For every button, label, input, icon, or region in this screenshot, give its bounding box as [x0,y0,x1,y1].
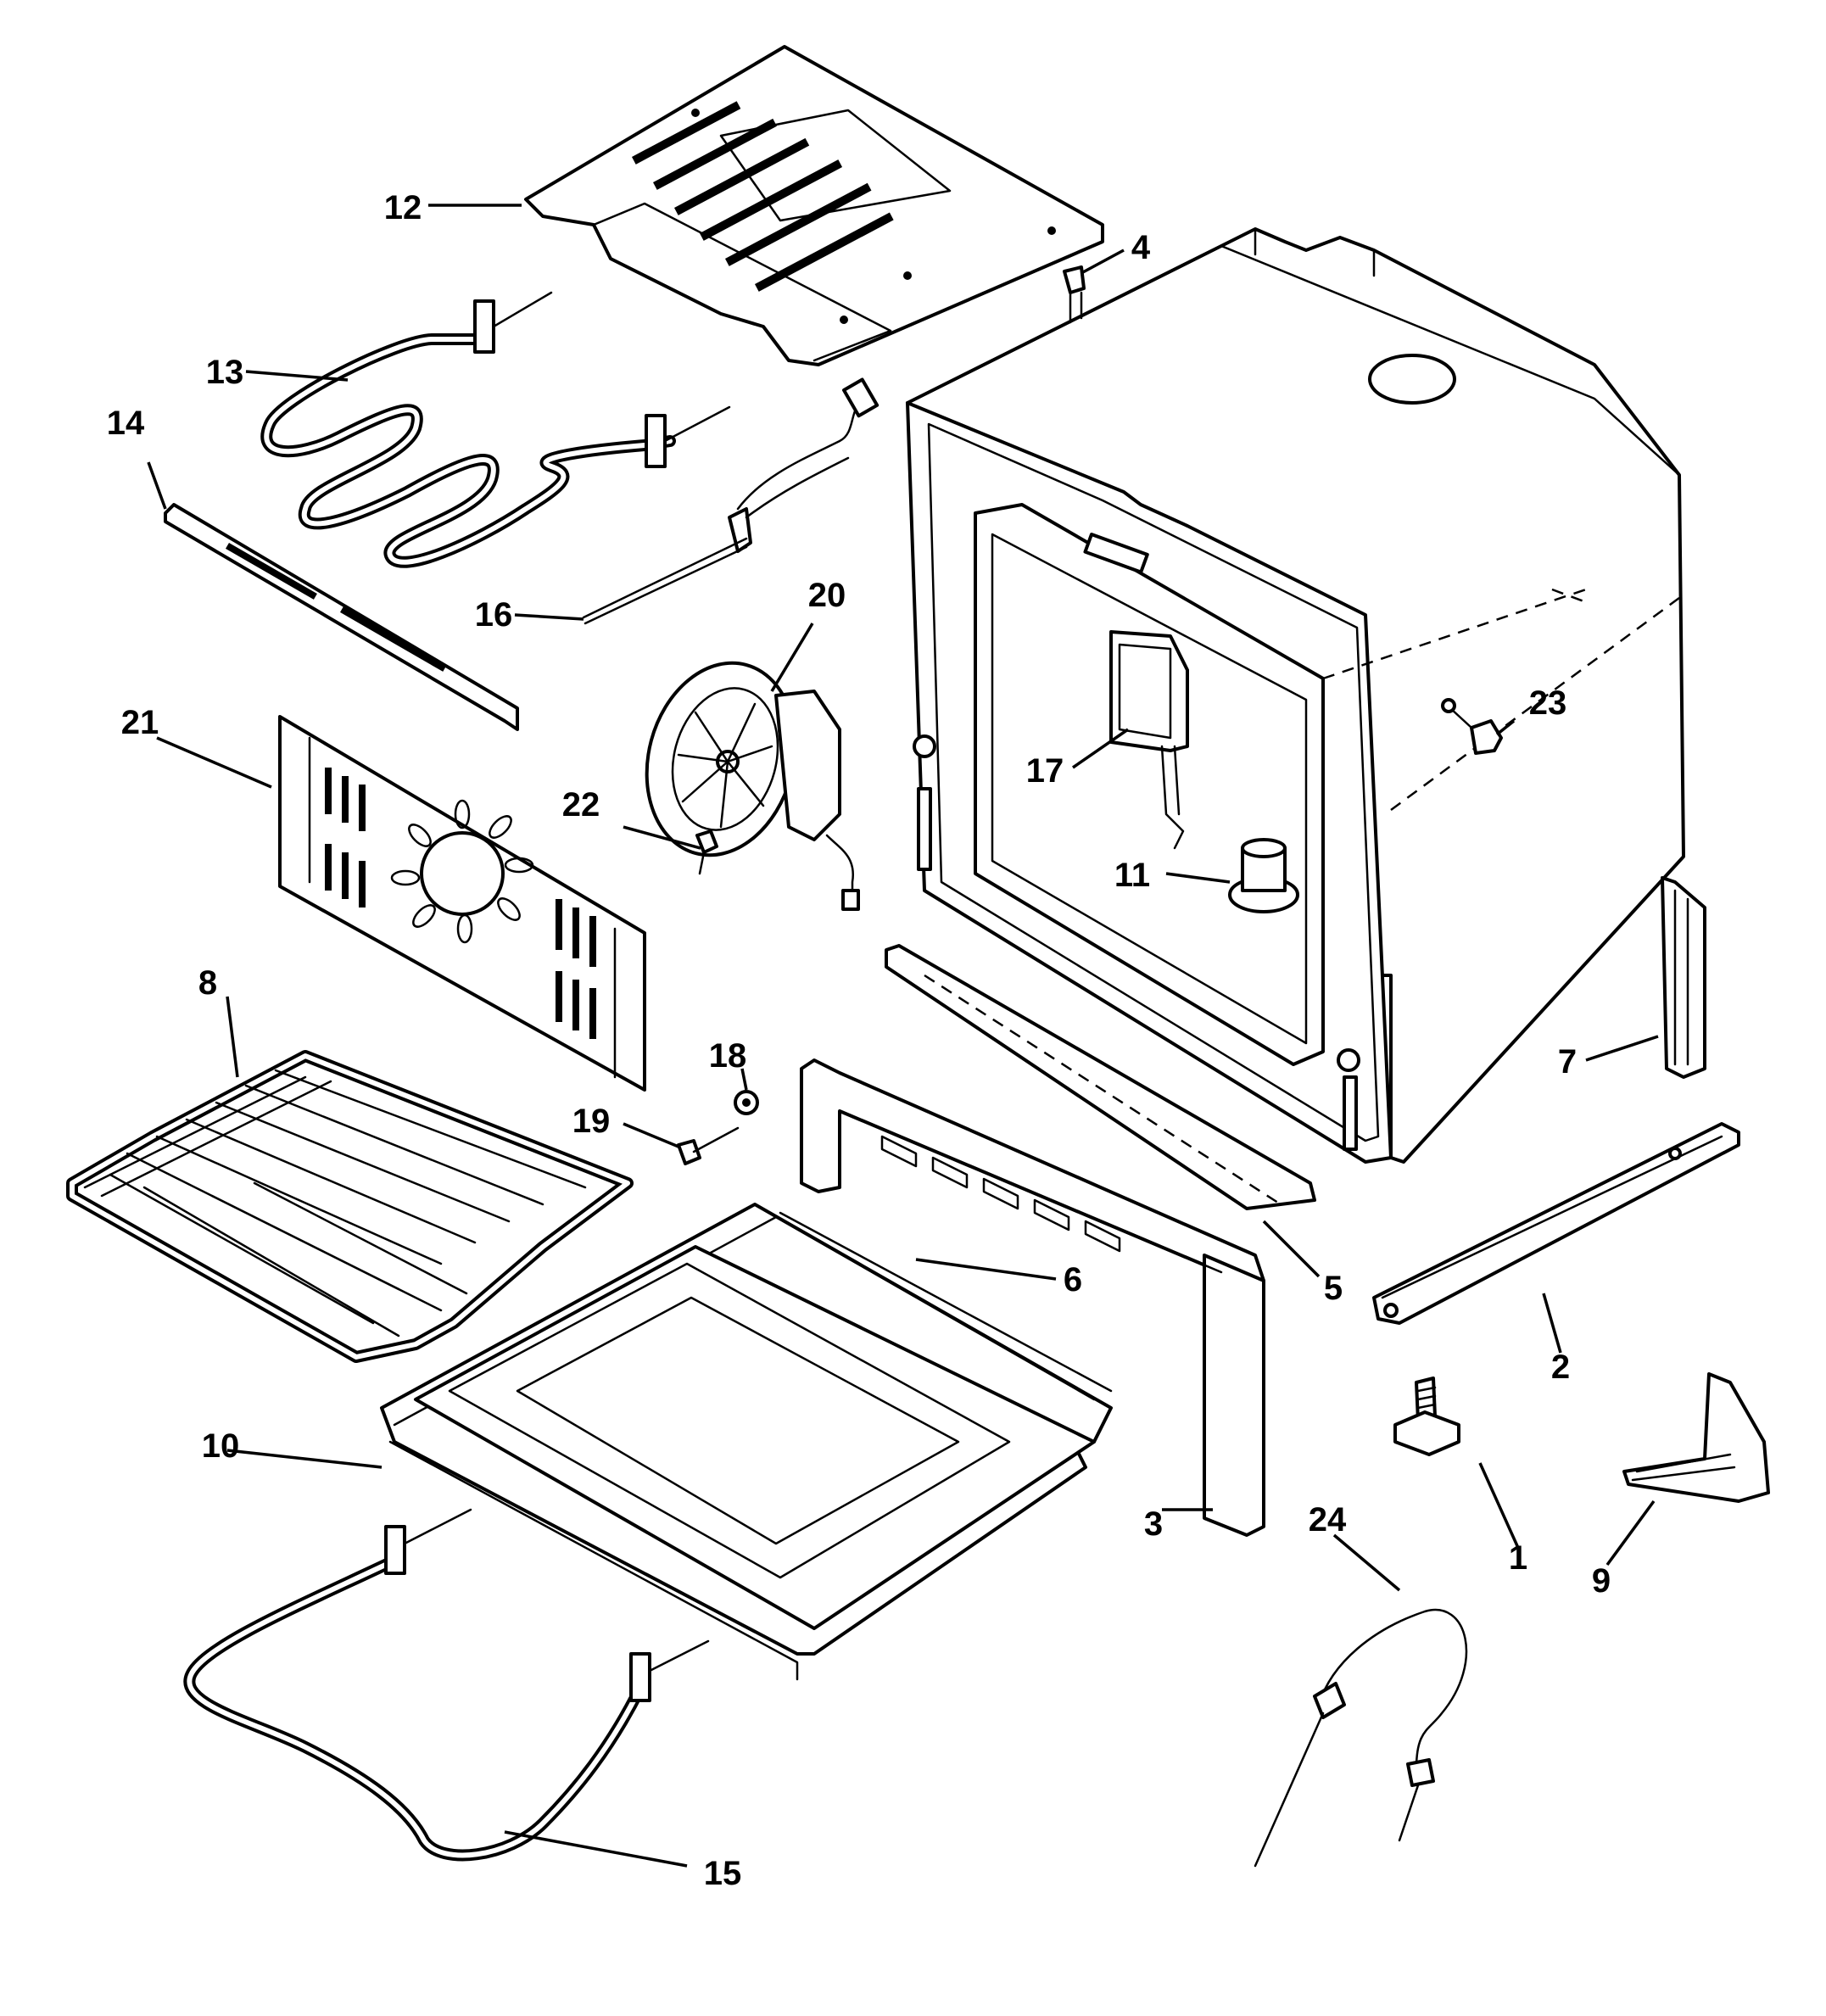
callout-16: 16 [475,596,513,634]
callout-23: 23 [1529,684,1567,722]
callout-numbers: 1 2 3 4 5 6 7 8 9 10 11 12 13 14 15 16 1… [107,189,1611,1892]
base-rail [1372,1122,1740,1325]
door-switch [1441,698,1503,755]
callout-21: 21 [121,704,159,741]
temperature-sensor [582,377,879,625]
side-bracket [1661,876,1706,1079]
oven-cavity [906,227,1685,1164]
callout-11: 11 [1114,857,1150,894]
callout-5: 5 [1324,1270,1343,1307]
callout-7: 7 [1558,1043,1577,1081]
callout-24: 24 [1309,1501,1347,1539]
bake-element [183,1508,710,1862]
callout-19: 19 [572,1103,611,1140]
callout-15: 15 [704,1855,742,1892]
screw-22 [695,829,718,875]
callout-22: 22 [562,786,600,824]
screw-19 [677,1126,740,1165]
convection-fan-motor [645,661,860,911]
screw-4 [1063,265,1086,324]
callout-1: 1 [1509,1539,1527,1577]
callout-10: 10 [202,1427,240,1465]
convection-fan-cover [278,715,646,1092]
anti-tip-bracket [1622,1372,1770,1503]
callout-20: 20 [808,577,846,614]
top-heat-shield [524,45,1104,366]
oven-bottom [380,1203,1113,1681]
callout-2: 2 [1551,1349,1570,1386]
leveling-leg [1393,1377,1460,1456]
support-bar [164,503,519,731]
oven-rack [66,1050,634,1363]
oven-light-socket [1228,838,1299,913]
nut-18 [734,1090,759,1115]
callout-4: 4 [1131,229,1151,266]
callout-12: 12 [384,189,422,226]
meat-probe [1254,1608,1468,1868]
broil-element [260,291,731,568]
front-frame [800,1058,1265,1537]
leader-lines [147,204,1659,1868]
callout-6: 6 [1064,1261,1082,1298]
callout-17: 17 [1026,752,1064,790]
callout-8: 8 [198,964,217,1002]
lower-front-panel [885,944,1316,1210]
callout-9: 9 [1592,1562,1611,1600]
callout-3: 3 [1144,1505,1163,1543]
callout-13: 13 [206,354,244,391]
callout-18: 18 [709,1037,747,1075]
callout-14: 14 [107,405,145,442]
